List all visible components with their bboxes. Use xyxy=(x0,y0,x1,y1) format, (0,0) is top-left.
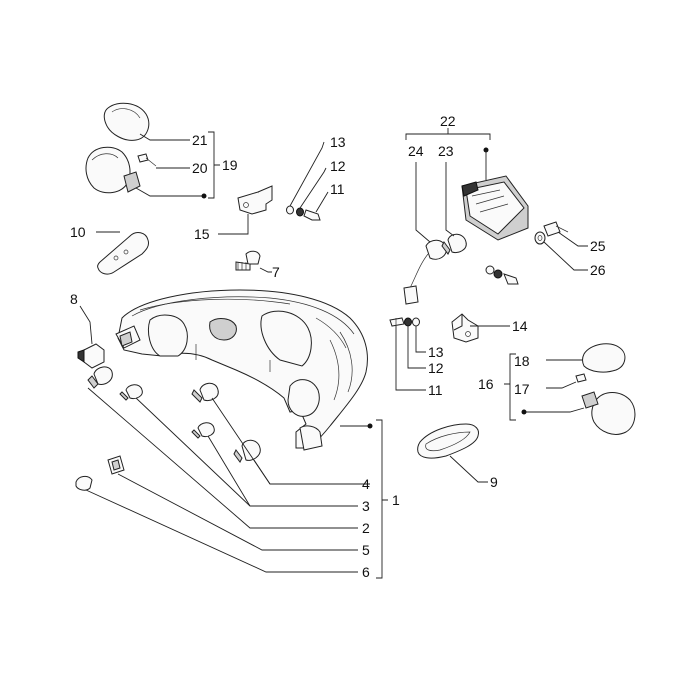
callout-8: 8 xyxy=(70,291,78,307)
indicator-body-part-16 xyxy=(581,391,636,435)
callout-7: 7 xyxy=(272,264,280,280)
bulb-part-3b xyxy=(191,422,215,439)
screw-part-20 xyxy=(137,153,157,167)
callout-3: 3 xyxy=(362,498,370,514)
washer-set-small xyxy=(485,265,519,285)
indicator-lens-part-18 xyxy=(582,343,626,373)
leader-15 xyxy=(218,214,249,235)
clip-part-5 xyxy=(107,455,125,475)
leader-12b xyxy=(407,326,426,369)
callout-25: 25 xyxy=(590,238,606,254)
callout-19: 19 xyxy=(222,157,238,173)
leader-7 xyxy=(259,267,272,273)
callout-2: 2 xyxy=(362,520,370,536)
leader-2 xyxy=(87,387,358,529)
plug-part-6 xyxy=(75,475,93,491)
bracket-16 xyxy=(504,353,516,421)
callout-24: 24 xyxy=(408,143,424,159)
leader-dot-19 xyxy=(201,193,207,199)
bracket-22 xyxy=(405,128,491,140)
leader-3b xyxy=(207,435,251,507)
leader-13b xyxy=(415,326,426,353)
bulb-part-2 xyxy=(87,366,113,389)
callout-12b: 12 xyxy=(428,360,444,376)
screw-part-11a xyxy=(303,209,321,221)
bracket-1 xyxy=(376,419,388,579)
callout-12a: 12 xyxy=(330,158,346,174)
washer-part-13a xyxy=(286,205,294,215)
callout-4: 4 xyxy=(362,476,370,492)
leader-4b xyxy=(253,459,271,485)
leader-25 xyxy=(557,231,588,247)
bracket-part-14 xyxy=(451,313,479,343)
leader-17 xyxy=(546,381,577,389)
callout-17: 17 xyxy=(514,381,530,397)
leader-13a xyxy=(289,141,325,207)
bulb-part-23 xyxy=(441,233,467,255)
leader-5 xyxy=(117,473,358,551)
callout-18: 18 xyxy=(514,353,530,369)
washer-part-26 xyxy=(534,231,546,245)
gasket-part-10 xyxy=(97,232,149,275)
screw-part-11b xyxy=(389,317,405,327)
leader-11a xyxy=(315,191,329,213)
tail-light-housing-part-1 xyxy=(115,289,368,451)
clip-part-8 xyxy=(77,343,105,369)
leader-8 xyxy=(79,305,93,345)
bracket-19 xyxy=(208,131,220,199)
leader-21 xyxy=(139,133,190,141)
leader-19-body xyxy=(135,187,204,197)
bulb-holder-part-24 xyxy=(403,239,447,305)
screw-part-7 xyxy=(235,250,261,271)
callout-26: 26 xyxy=(590,262,606,278)
callout-10: 10 xyxy=(70,224,86,240)
callout-15: 15 xyxy=(194,226,210,242)
leader-11b xyxy=(395,326,426,391)
washer-part-12b xyxy=(404,317,412,327)
leader-6 xyxy=(85,489,358,573)
bulb-part-4b xyxy=(233,439,261,463)
callout-22: 22 xyxy=(440,113,456,129)
leader-23 xyxy=(445,162,455,237)
license-light-housing-part-22 xyxy=(461,175,529,241)
callout-13a: 13 xyxy=(330,134,346,150)
bulb-part-3 xyxy=(119,384,143,401)
callout-16: 16 xyxy=(478,376,494,392)
callout-13b: 13 xyxy=(428,344,444,360)
bulb-part-4 xyxy=(191,382,219,403)
screw-part-25 xyxy=(543,221,569,237)
leader-dot-1 xyxy=(367,423,373,429)
gasket-part-9 xyxy=(417,423,479,459)
callout-5: 5 xyxy=(362,542,370,558)
screw-part-17 xyxy=(575,373,587,383)
callout-1: 1 xyxy=(392,492,400,508)
leader-dot-16 xyxy=(521,409,527,415)
indicator-lens-part-21 xyxy=(103,102,150,141)
callout-21: 21 xyxy=(192,132,208,148)
washer-part-13b xyxy=(412,317,420,327)
leader-26 xyxy=(543,241,588,271)
leader-9 xyxy=(449,455,488,483)
callout-6: 6 xyxy=(362,564,370,580)
callout-23: 23 xyxy=(438,143,454,159)
indicator-body-part-19 xyxy=(85,146,141,194)
washer-part-12a xyxy=(296,207,304,217)
leader-24 xyxy=(415,162,431,243)
callout-11b: 11 xyxy=(428,382,443,398)
callout-11a: 11 xyxy=(330,181,345,197)
leader-16-body xyxy=(524,407,585,413)
callout-20: 20 xyxy=(192,160,208,176)
bracket-part-15 xyxy=(237,185,273,215)
leader-12a xyxy=(299,167,327,209)
callout-9: 9 xyxy=(490,474,498,490)
callout-14: 14 xyxy=(512,318,528,334)
